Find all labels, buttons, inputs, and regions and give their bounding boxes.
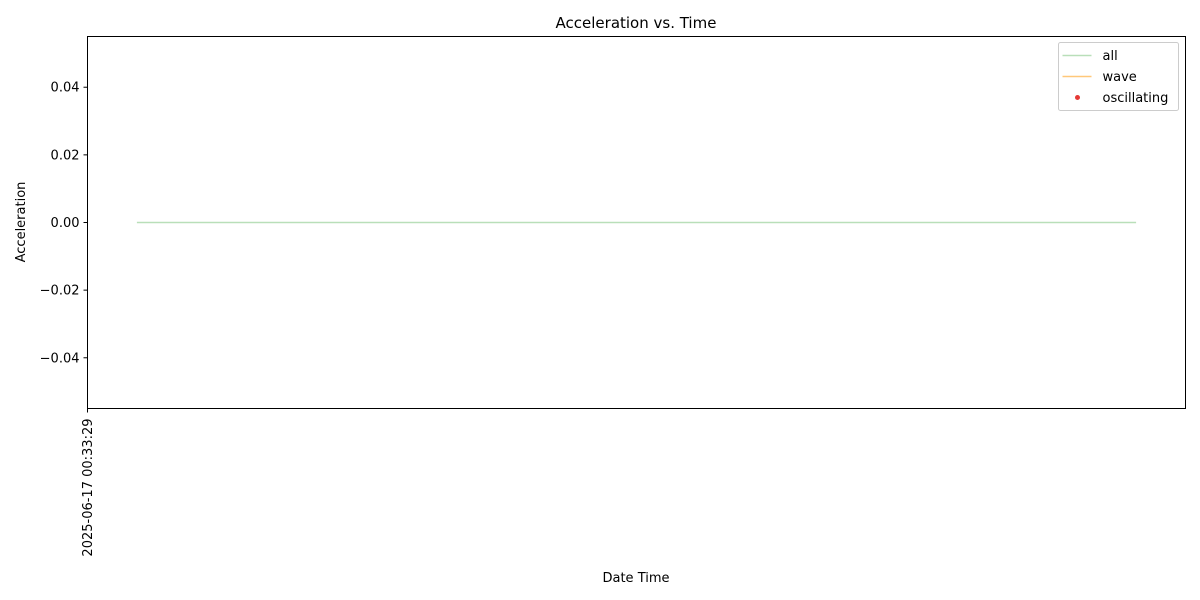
y-tick-label: 0.02 <box>51 148 80 163</box>
y-tick-label: −0.04 <box>40 351 80 366</box>
x-axis-label: Date Time <box>602 571 669 586</box>
x-tick-label: 2025-06-17 00:33:29 <box>81 419 96 557</box>
y-axis-label: Acceleration <box>14 182 29 263</box>
x-axis: 2025-06-17 00:33:29 <box>81 408 96 557</box>
legend: all wave oscillating <box>1058 42 1179 111</box>
y-tick-label: −0.02 <box>40 284 80 299</box>
plot-frame <box>87 36 1186 409</box>
legend-entry-label: all <box>1103 49 1118 64</box>
y-tick-label: 0.04 <box>51 81 80 96</box>
legend-entry-label: oscillating <box>1103 91 1169 106</box>
chart-title: Acceleration vs. Time <box>556 14 717 32</box>
legend-entry-label: wave <box>1103 70 1137 85</box>
y-tick-label: 0.00 <box>51 216 80 231</box>
legend-box <box>1058 42 1179 111</box>
y-axis: 0.04 0.02 0.00 −0.02 −0.04 <box>40 81 88 366</box>
legend-dot-marker <box>1075 95 1080 100</box>
